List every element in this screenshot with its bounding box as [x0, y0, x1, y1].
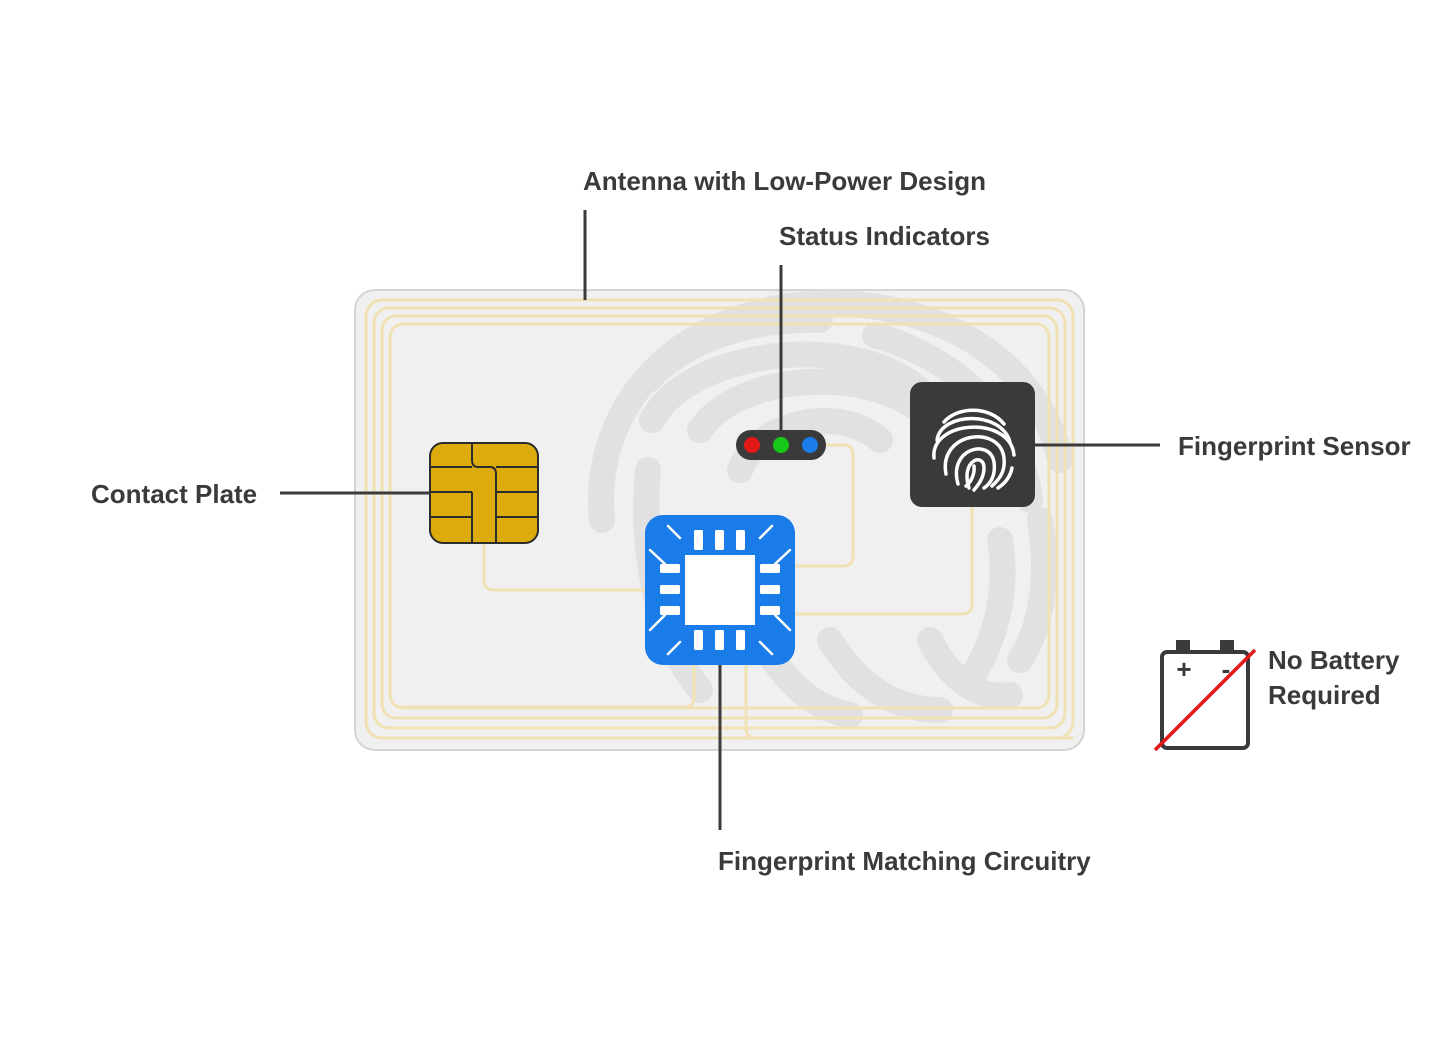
circuit-traces: [400, 443, 1073, 740]
label-status-indicators: Status Indicators: [779, 221, 990, 251]
label-matching-circuitry: Fingerprint Matching Circuitry: [718, 846, 1091, 876]
battery-crossed-icon: + -: [1153, 640, 1257, 752]
status-led-blue: [802, 437, 818, 453]
battery-negative-symbol: -: [1222, 654, 1231, 684]
leader-lines: [280, 210, 1160, 830]
trace-chip-to-antenna-right: [744, 664, 1073, 740]
trace-contact-to-chip: [482, 542, 646, 592]
label-contact-plate: Contact Plate: [91, 479, 258, 509]
status-led-green: [773, 437, 789, 453]
trace-sensor-to-chip: [794, 506, 974, 616]
battery-positive-symbol: +: [1176, 654, 1191, 684]
battery-slash: [1153, 648, 1257, 752]
status-indicators: [736, 430, 826, 460]
label-antenna: Antenna with Low-Power Design: [583, 166, 987, 196]
status-led-red: [744, 437, 760, 453]
trace-chip-to-antenna-left: [400, 664, 696, 709]
label-no-battery: No Battery Required: [1268, 645, 1400, 710]
microchip-icon: [645, 515, 795, 665]
fingerprint-sensor: [910, 382, 1035, 507]
emv-chip-icon: [429, 442, 539, 544]
trace-status-to-chip: [794, 443, 855, 568]
label-fingerprint-sensor: Fingerprint Sensor: [1178, 431, 1411, 461]
fingerprint-icon: [932, 408, 1016, 492]
